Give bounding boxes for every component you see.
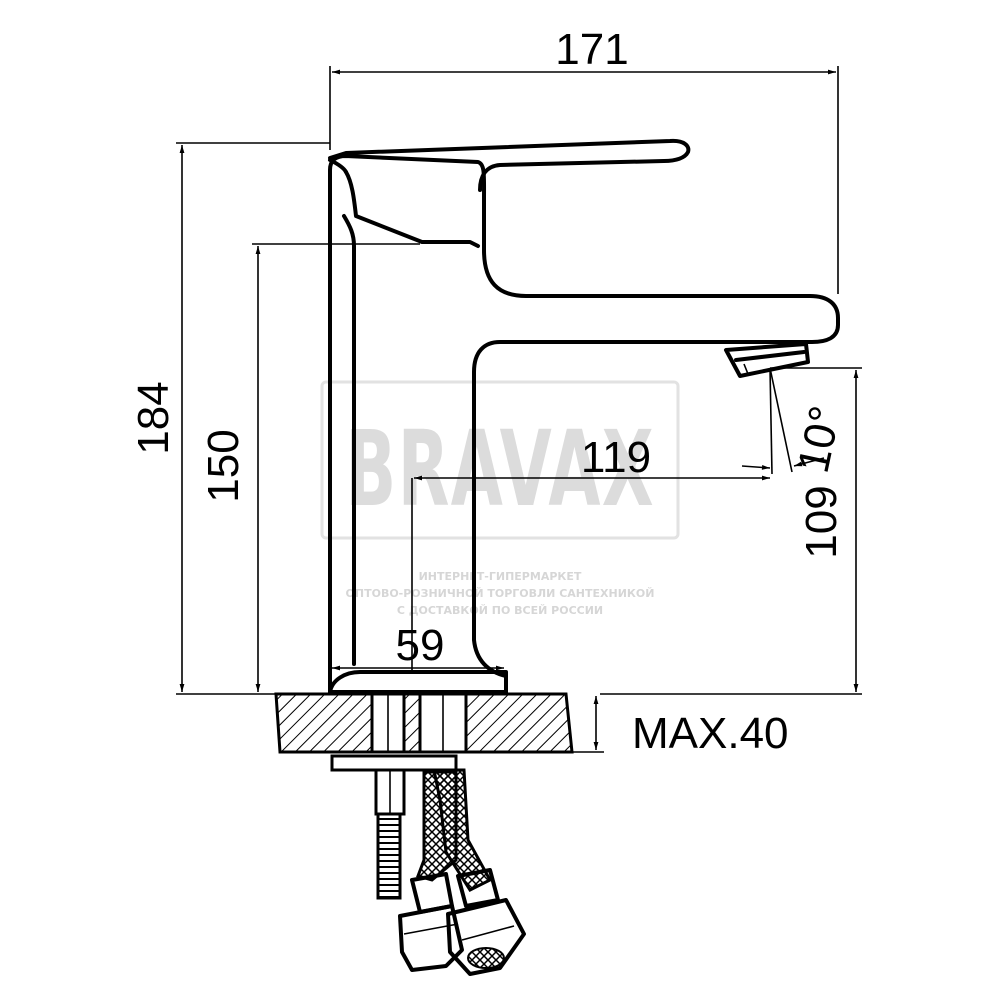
watermark: BRAVAX ИНТЕРНЕТ-ГИПЕРМАРКЕТ ОПТОВО-РОЗНИ… [320, 380, 680, 617]
faucet-body [328, 138, 840, 694]
dimension-label-171: 171 [555, 25, 628, 74]
mounting-hardware [330, 754, 526, 976]
dimension-label-119: 119 [581, 433, 651, 482]
watermark-line-1: ИНТЕРНЕТ-ГИПЕРМАРКЕТ [419, 570, 582, 583]
dimension-label-max-40: MAX.40 [632, 709, 789, 758]
dimension-171: 171 [329, 25, 839, 294]
dimension-119: 119 [411, 433, 770, 670]
dimension-label-angle: 10° [789, 402, 851, 477]
watermark-brand: BRAVAX [345, 408, 655, 530]
watermark-line-2: ОПТОВО-РОЗНИЧНОЙ ТОРГОВЛИ САНТЕХНИКОЙ [346, 587, 655, 600]
dimension-184: 184 [129, 142, 330, 695]
dimension-label-59: 59 [396, 621, 445, 670]
dimension-150: 150 [199, 243, 420, 692]
dimension-label-109: 109 [797, 485, 846, 558]
dimension-label-150: 150 [199, 429, 248, 502]
dimension-angle-10: 10° [741, 367, 851, 477]
dimension-59: 59 [332, 621, 504, 671]
countertop [274, 692, 574, 754]
dimension-max-40: MAX.40 [572, 696, 789, 758]
dimension-109: 109 [600, 367, 862, 695]
dimension-label-184: 184 [129, 381, 178, 454]
watermark-line-3: С ДОСТАВКОЙ ПО ВСЕЙ РОССИИ [397, 604, 603, 617]
